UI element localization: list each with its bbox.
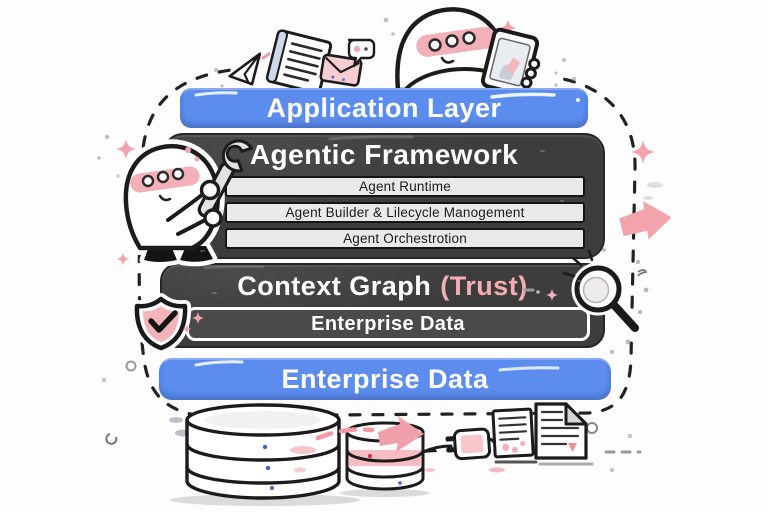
paper-plane-icon	[228, 52, 262, 86]
db-marks	[262, 444, 316, 490]
enterprise-data-bar: Enterprise Data	[159, 358, 611, 400]
blob-reading-tablet-icon	[395, 7, 541, 97]
agentic-framework-rows: Agent Runtime Agent Builder & Lilecycle …	[225, 176, 585, 249]
pink-arrow-icon	[378, 416, 424, 452]
shadow	[170, 494, 360, 506]
agentic-framework-box: Agentic Framework Agent Runtime Agent Bu…	[163, 133, 605, 259]
pen-wire	[421, 444, 453, 454]
pink-dashed-flow	[315, 427, 375, 441]
agent-orchestration-label: Agent Orchestrotion	[343, 231, 467, 246]
application-layer-label: Application Layer	[266, 92, 502, 123]
agent-builder-lifecycle-label: Agent Builder & Lilecycle Manogement	[285, 205, 525, 220]
agent-runtime-row: Agent Runtime	[225, 176, 585, 197]
agent-orchestration-row: Agent Orchestrotion	[225, 228, 585, 249]
shield-check-icon	[130, 293, 192, 354]
sparkle-icon	[546, 289, 558, 301]
pink-arrow-icon	[619, 201, 672, 240]
enterprise-data-label: Enterprise Data	[281, 363, 489, 394]
context-graph-trust-label: (Trust)	[440, 270, 528, 301]
plug-icon	[445, 427, 498, 461]
context-enterprise-data-box: Enterprise Data	[186, 307, 590, 341]
context-graph-label: Context Graph	[237, 270, 432, 301]
speech-bubble-icon	[347, 38, 376, 68]
agentic-framework-title: Agentic Framework	[249, 139, 519, 170]
box-texture	[200, 150, 581, 294]
ring-doodle	[125, 360, 137, 372]
db-top-shine	[205, 411, 321, 429]
agent-builder-lifecycle-row: Agent Builder & Lilecycle Manogement	[225, 202, 585, 223]
gray-dot	[536, 290, 540, 294]
envelope-icon	[319, 53, 363, 87]
pink-tick	[261, 52, 271, 60]
application-layer-bar: Application Layer	[180, 88, 588, 128]
document-pages-icon	[491, 402, 594, 466]
context-enterprise-data-label: Enterprise Data	[311, 312, 465, 335]
context-graph-box: Context Graph (Trust) Enterprise Data	[160, 263, 605, 348]
agent-runtime-label: Agent Runtime	[359, 179, 451, 194]
magnifier-icon	[562, 249, 649, 345]
shadow	[340, 489, 430, 497]
context-graph-title: Context Graph (Trust)	[162, 265, 603, 307]
blob-with-wrench-icon	[118, 139, 253, 267]
paint-streaks	[194, 91, 580, 372]
curl-doodle	[105, 433, 118, 445]
sparkle-icon	[192, 312, 204, 324]
